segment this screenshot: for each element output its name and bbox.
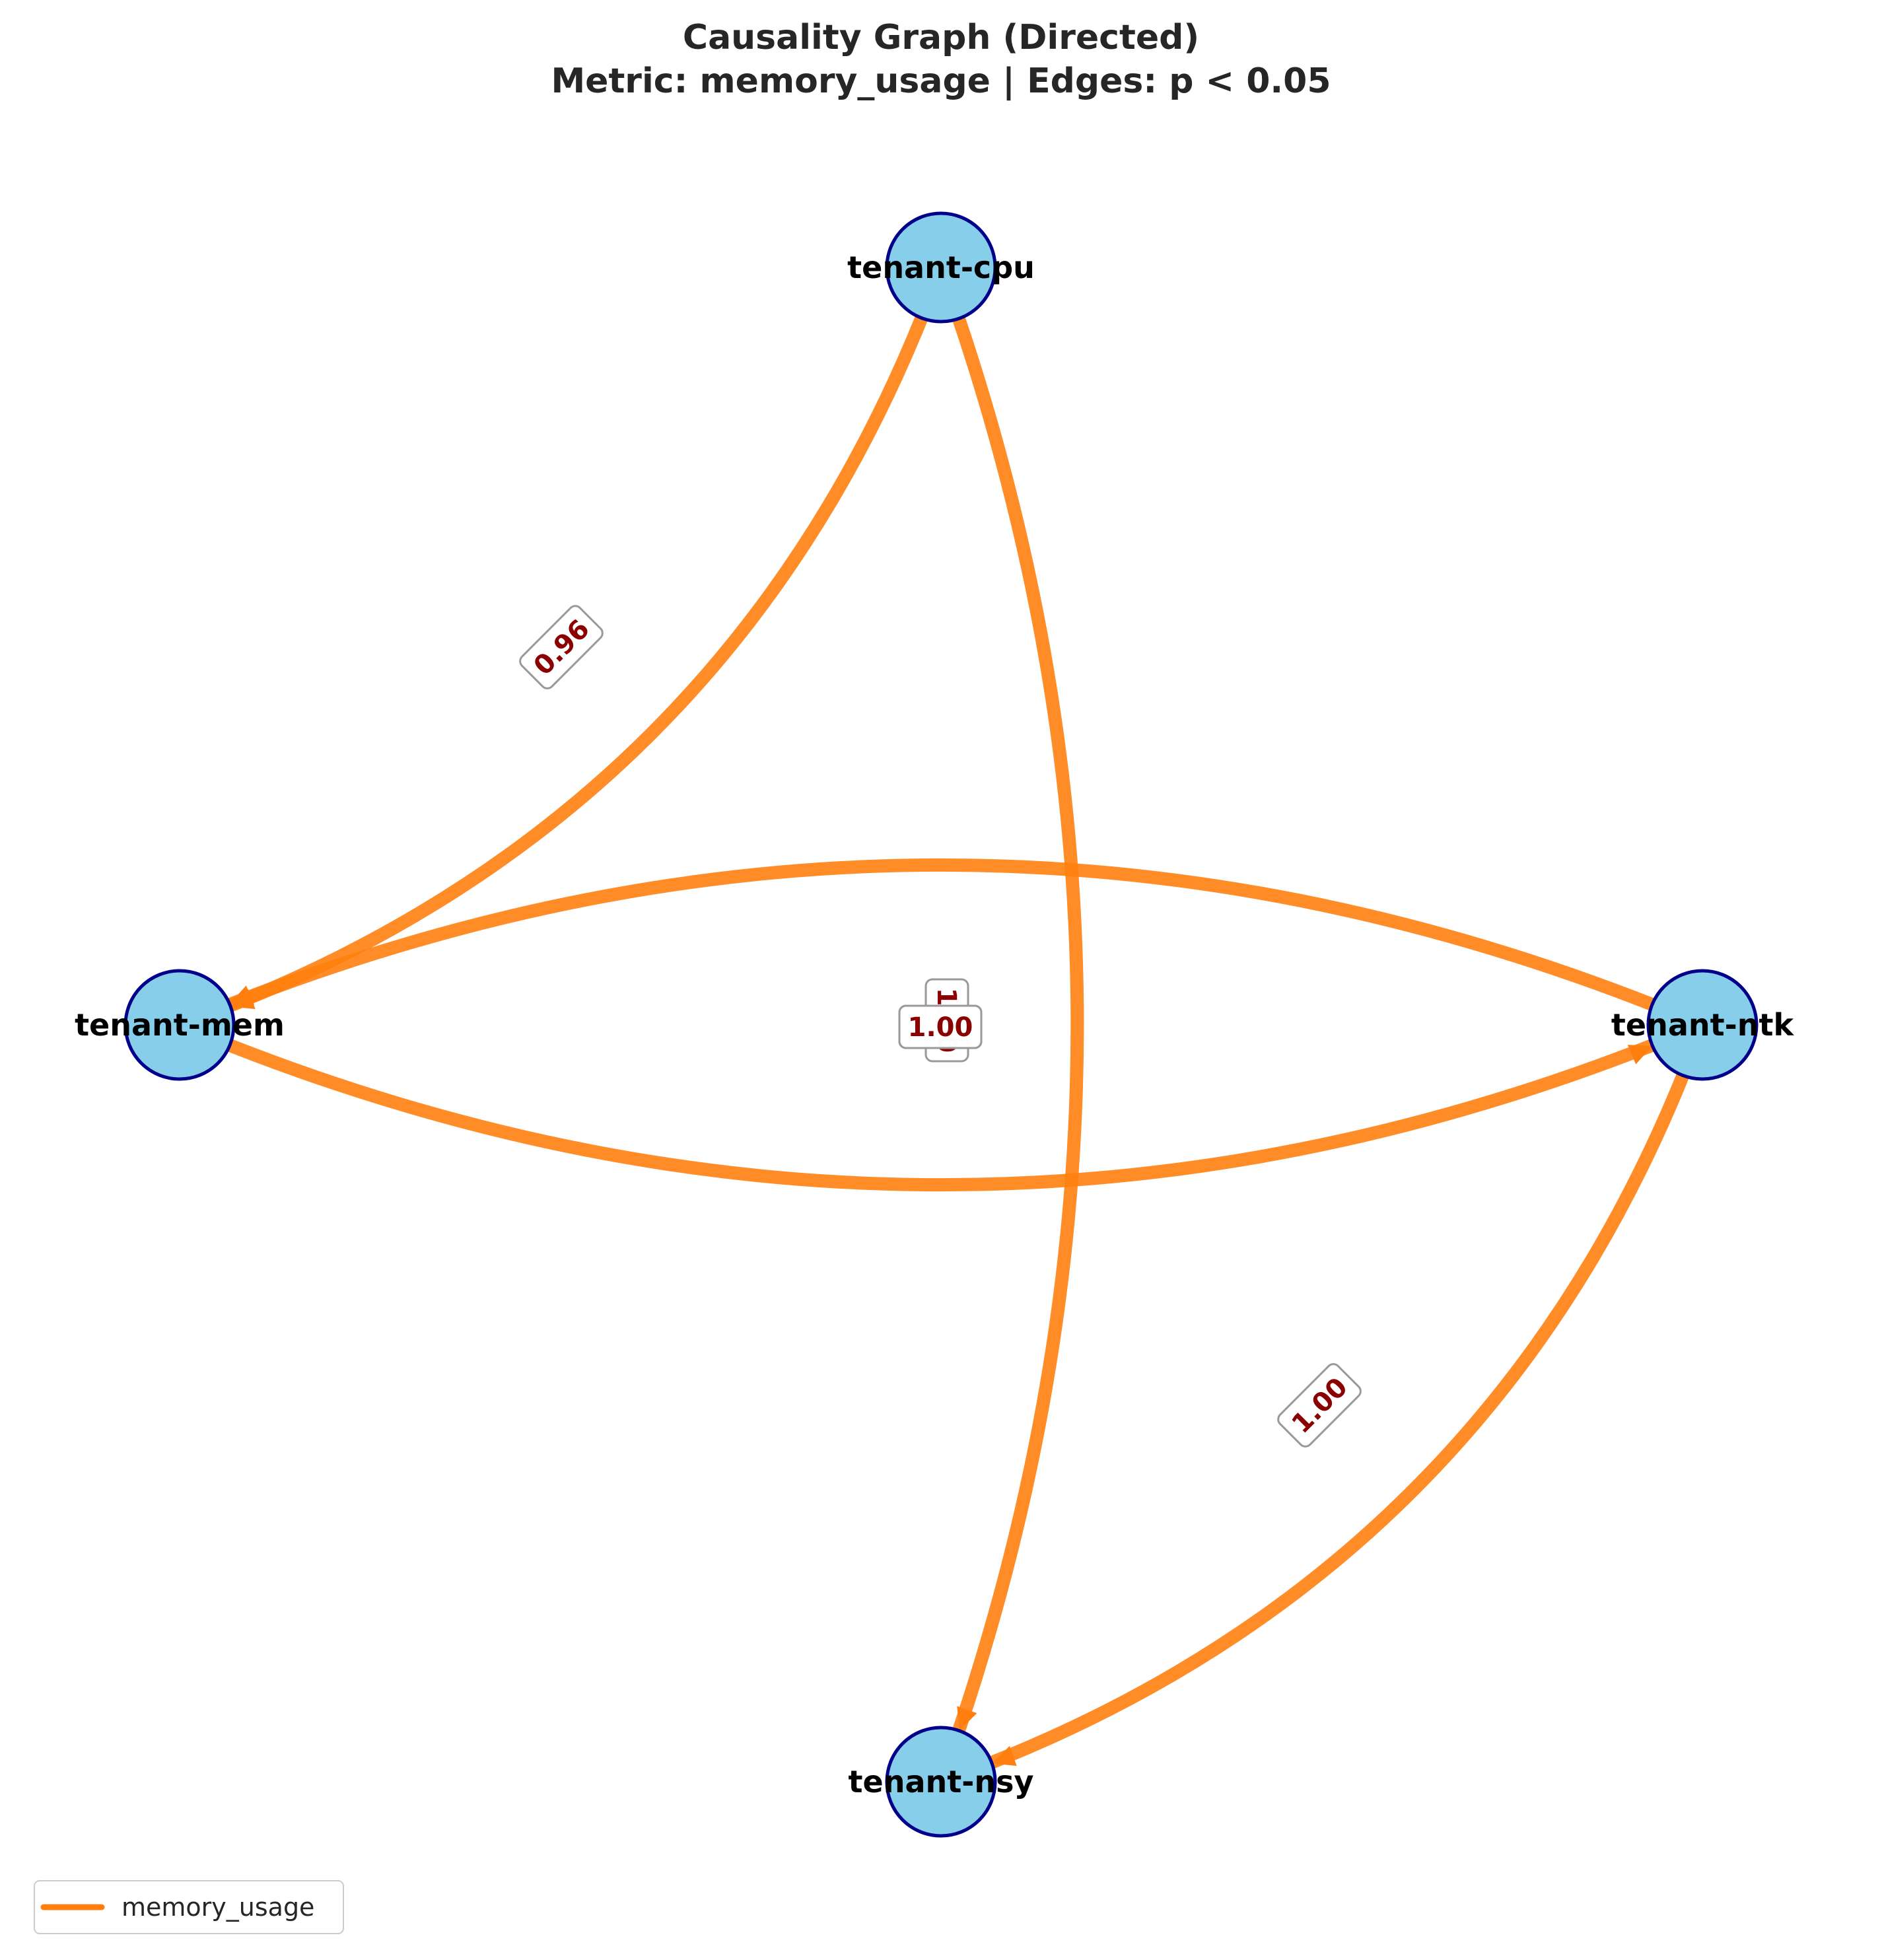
edge-label-text: 1.00 [908,1012,973,1043]
arrowhead-mem-to-ntk [1627,1045,1653,1065]
edge-label-box [519,605,604,689]
node-circle [885,1726,997,1838]
edge-label-box [1277,1363,1362,1448]
arrowhead-ntk-to-mem [229,985,255,1005]
legend-box [34,1880,344,1934]
chart-subtitle: Metric: memory_usage | Edges: p < 0.05 [551,61,1331,101]
nodes-layer: tenant-cpu tenant-mem tenant-ntk tenant-nsy [75,211,1795,1838]
node-label: tenant-nsy [849,1764,1034,1800]
edge-label-mem-to-ntk: 1.00 [898,1004,983,1049]
edge-label-box [898,1004,983,1049]
legend: memory_usage [34,1880,344,1934]
node-label: tenant-ntk [1611,1007,1795,1043]
edges-layer [173,261,1709,1788]
node-label: tenant-mem [75,1007,285,1043]
chart-title: Causality Graph (Directed) [683,18,1199,57]
node-label: tenant-cpu [847,250,1035,285]
edge-cpu-to-nsy [934,261,1084,1788]
edge-ntk-to-mem [173,858,1709,1032]
edge-label-ntk-to-nsy: 1.00 [1277,1363,1362,1448]
node-tenant-mem: tenant-mem [75,969,285,1081]
node-circle [885,211,997,324]
node-tenant-cpu: tenant-cpu [847,211,1035,324]
edge-ntk-to-nsy [934,1018,1709,1788]
arrowhead-ntk-to-nsy [992,1745,1017,1767]
arrowhead-cpu-to-nsy [957,1706,977,1731]
node-tenant-ntk: tenant-ntk [1611,969,1795,1081]
edge-mem-to-ntk [173,1018,1709,1192]
edge-label-cpu-to-mem: 0.96 [519,605,604,689]
node-circle [1646,969,1759,1081]
node-circle [123,969,236,1081]
node-tenant-nsy: tenant-nsy [849,1726,1034,1838]
edge-labels-layer: 0.961.001.001.001.00 [519,605,1362,1448]
edge-cpu-to-mem [173,261,948,1032]
legend-label-memory-usage: memory_usage [122,1893,314,1922]
